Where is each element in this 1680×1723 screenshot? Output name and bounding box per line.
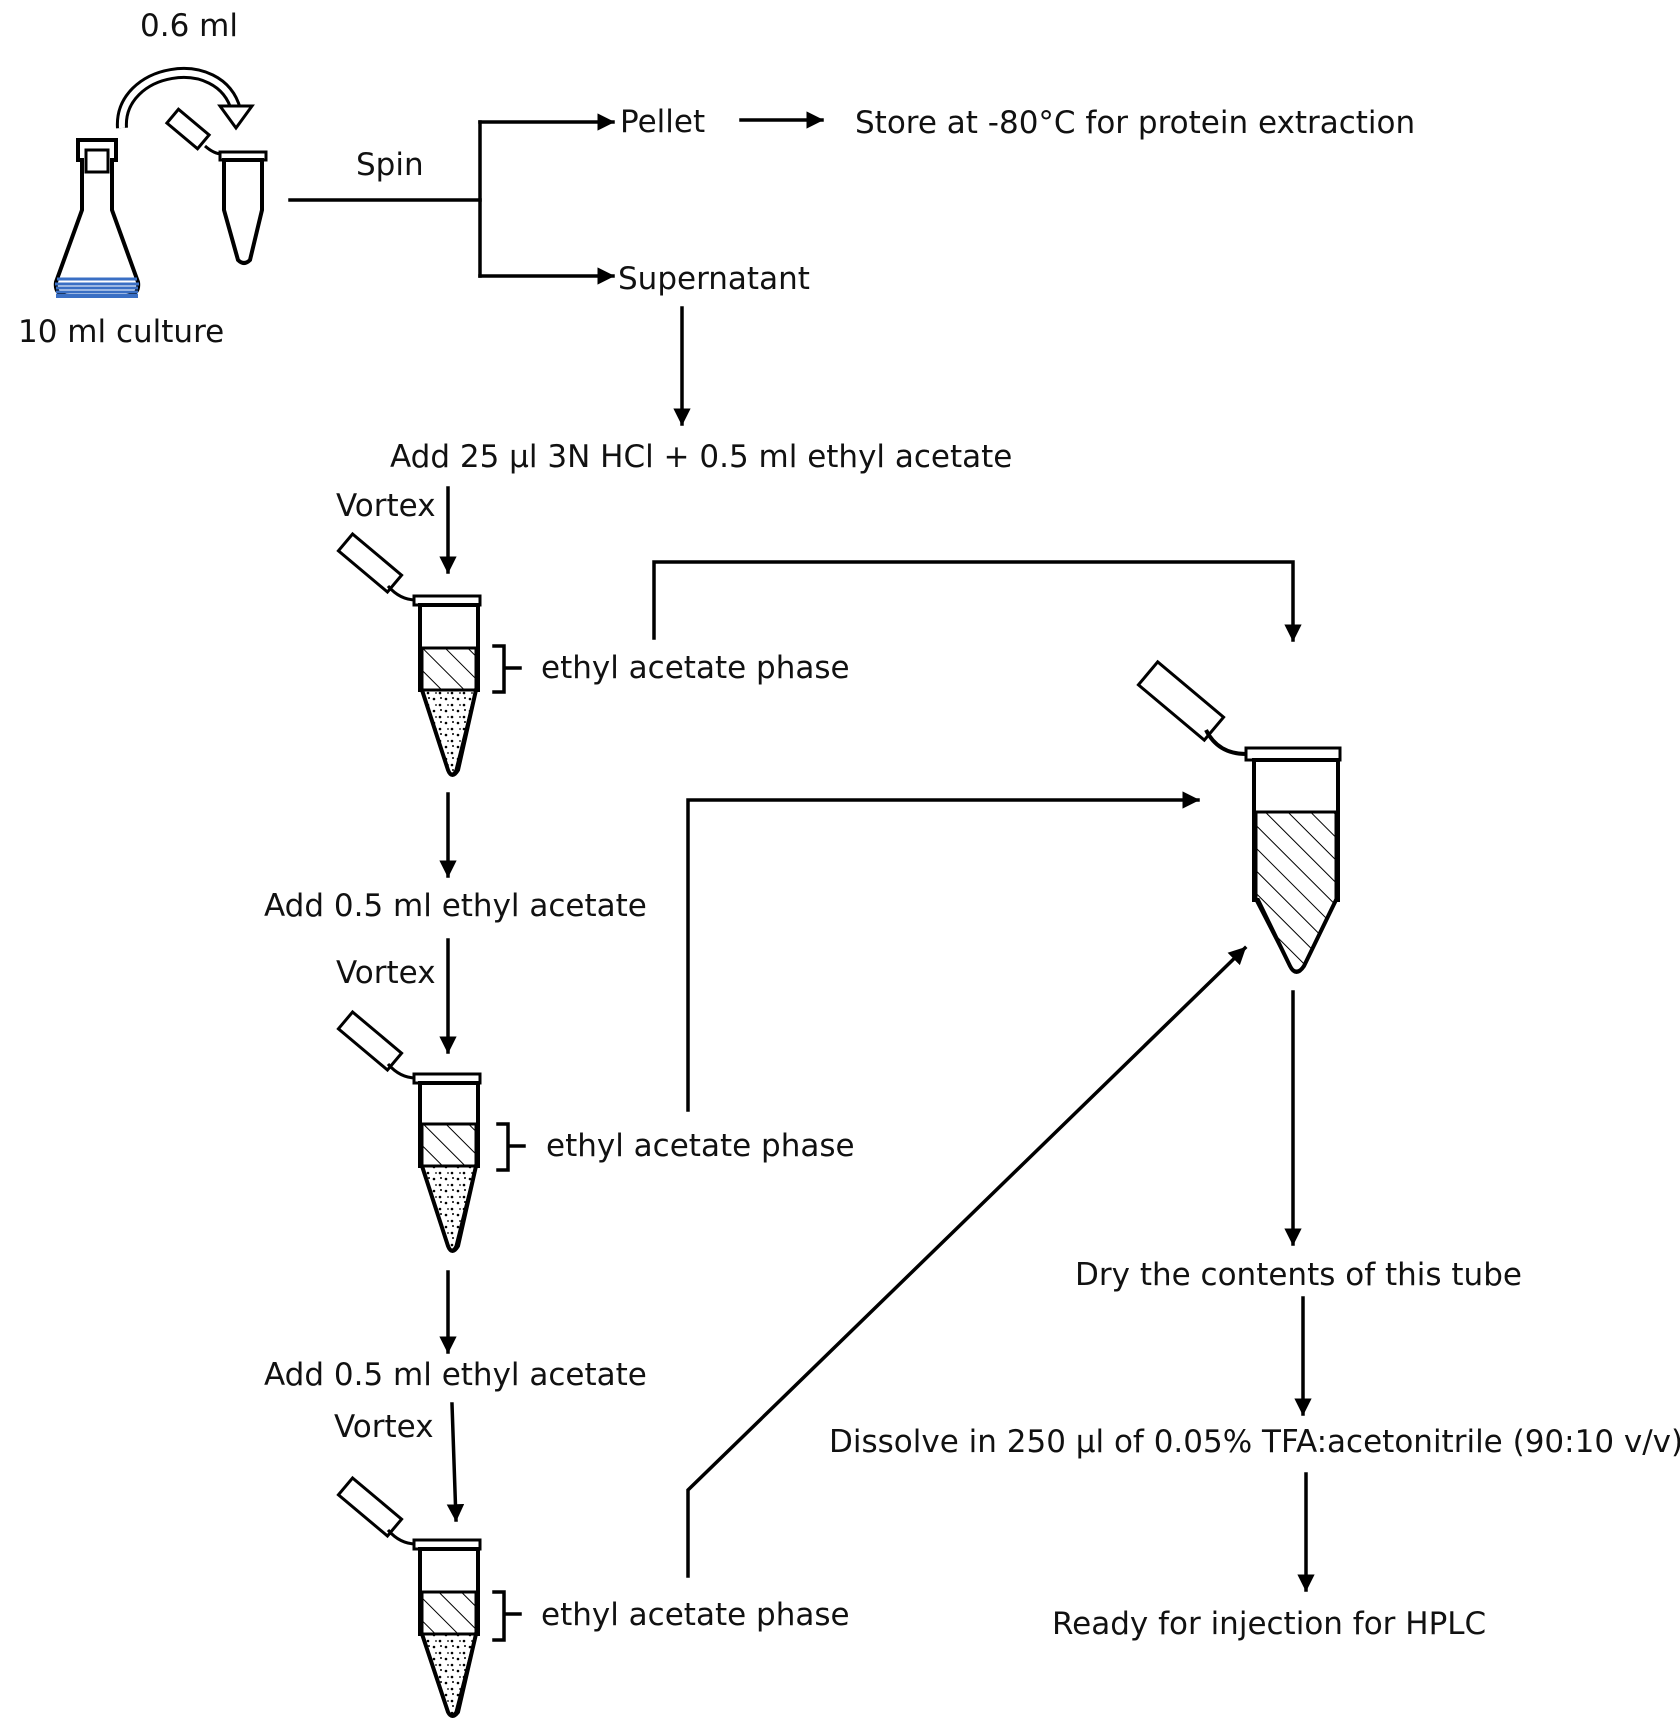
phase-label-1: ethyl acetate phase (541, 650, 850, 686)
vortex-label-2: Vortex (336, 955, 436, 991)
extraction-tube-1 (336, 531, 482, 777)
ready-label: Ready for injection for HPLC (1052, 1606, 1486, 1642)
store-label: Store at -80°C for protein extraction (855, 105, 1415, 141)
phase3-to-collect-arrow (686, 945, 1248, 1578)
culture-label: 10 ml culture (18, 314, 224, 350)
dissolve-label: Dissolve in 250 µl of 0.05% TFA:acetonit… (829, 1424, 1680, 1460)
phase2-to-collect-arrow (686, 791, 1200, 1112)
dry-label: Dry the contents of this tube (1075, 1257, 1522, 1293)
collection-tube (1136, 659, 1342, 974)
add-ea-label-2: Add 0.5 ml ethyl acetate (264, 1357, 647, 1393)
microtube-icon (164, 107, 268, 265)
spin-label: Spin (356, 147, 424, 183)
extraction-tube-3 (336, 1475, 482, 1718)
supernatant-label: Supernatant (618, 261, 810, 297)
phase-label-3: ethyl acetate phase (541, 1597, 850, 1633)
culture-flask-icon (53, 138, 141, 298)
transfer-volume-label: 0.6 ml (140, 8, 238, 44)
phase-bracket-2 (496, 1122, 526, 1172)
phase-label-2: ethyl acetate phase (546, 1128, 855, 1164)
phase1-to-collect-arrow (652, 560, 1302, 642)
pellet-label: Pellet (620, 104, 705, 140)
vortex-label-3: Vortex (334, 1409, 434, 1445)
vortex-arrow-3 (446, 1402, 465, 1522)
vortex-label-1: Vortex (336, 488, 436, 524)
extraction-tube-2 (336, 1009, 482, 1253)
phase-bracket-3 (492, 1590, 522, 1642)
add-hcl-label: Add 25 µl 3N HCl + 0.5 ml ethyl acetate (390, 439, 1012, 475)
add-ea-label-1: Add 0.5 ml ethyl acetate (264, 888, 647, 924)
phase-bracket-1 (492, 644, 522, 694)
transfer-arrow-icon (115, 67, 255, 131)
